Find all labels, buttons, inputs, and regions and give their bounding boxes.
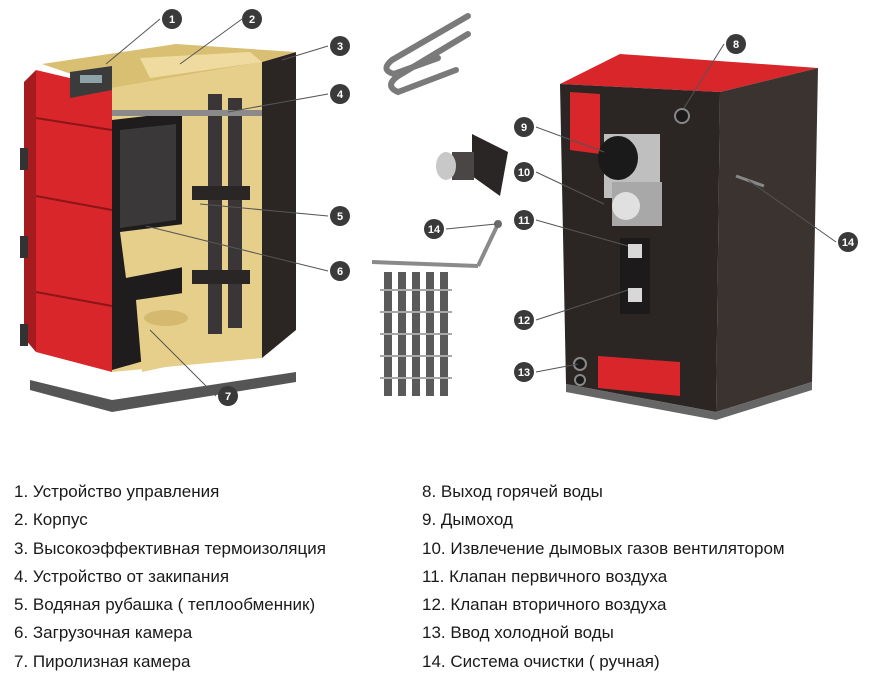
legend-item-4: 4. Устройство от закипания [14,563,326,591]
callout-number: 10 [518,167,530,179]
callout-number: 3 [337,41,343,53]
callout-4: 4 [330,84,350,104]
callout-9: 9 [514,117,534,137]
callout-14: 14 [424,219,444,239]
legend-item-10: 10. Извлечение дымовых газов вентиляторо… [422,535,785,563]
callout-5: 5 [330,206,350,226]
callout-1: 1 [162,9,182,29]
callout-8: 8 [726,34,746,54]
legend-item-5: 5. Водяная рубашка ( теплообменник) [14,591,326,619]
fan-assembly [436,134,508,196]
callout-number: 14 [842,237,855,249]
boiler-rear-view [560,54,818,420]
callout-number: 9 [521,122,527,134]
legend-item-11: 11. Клапан первичного воздуха [422,563,785,591]
callout-2: 2 [242,9,262,29]
anti-boil-coil [386,16,468,92]
callout-number: 12 [518,315,530,327]
legend-item-7: 7. Пиролизная камера [14,648,326,676]
legend-item-2: 2. Корпус [14,506,326,534]
callout-13: 13 [514,362,534,382]
legend-item-12: 12. Клапан вторичного воздуха [422,591,785,619]
legend-item-13: 13. Ввод холодной воды [422,619,785,647]
callout-3: 3 [330,36,350,56]
callout-number: 11 [518,215,530,227]
callout-number: 2 [249,14,255,26]
callout-10: 10 [514,162,534,182]
callout-number: 8 [733,39,739,51]
legend-item-9: 9. Дымоход [422,506,785,534]
callout-12: 12 [514,310,534,330]
callout-number: 14 [428,224,441,236]
callout-number: 4 [337,89,344,101]
legend-item-1: 1. Устройство управления [14,478,326,506]
legend-item-3: 3. Высокоэффективная термоизоляция [14,535,326,563]
leader-14a [446,224,496,229]
callout-number: 7 [225,391,231,403]
legend-left-column: 1. Устройство управления 2. Корпус 3. Вы… [14,478,326,676]
callout-number: 5 [337,211,343,223]
legend-item-8: 8. Выход горячей воды [422,478,785,506]
legend-item-6: 6. Загрузочная камера [14,619,326,647]
callout-11: 11 [514,210,534,230]
callout-14b: 14 [838,232,858,252]
callout-number: 13 [518,367,530,379]
legend-right-column: 8. Выход горячей воды 9. Дымоход 10. Изв… [422,478,785,676]
callout-number: 1 [169,14,175,26]
callout-6: 6 [330,261,350,281]
callout-7: 7 [218,386,238,406]
cleaning-turbulators [372,220,502,396]
boiler-cutaway [20,44,296,412]
legend-item-14: 14. Система очистки ( ручная) [422,648,785,676]
callout-number: 6 [337,266,343,278]
